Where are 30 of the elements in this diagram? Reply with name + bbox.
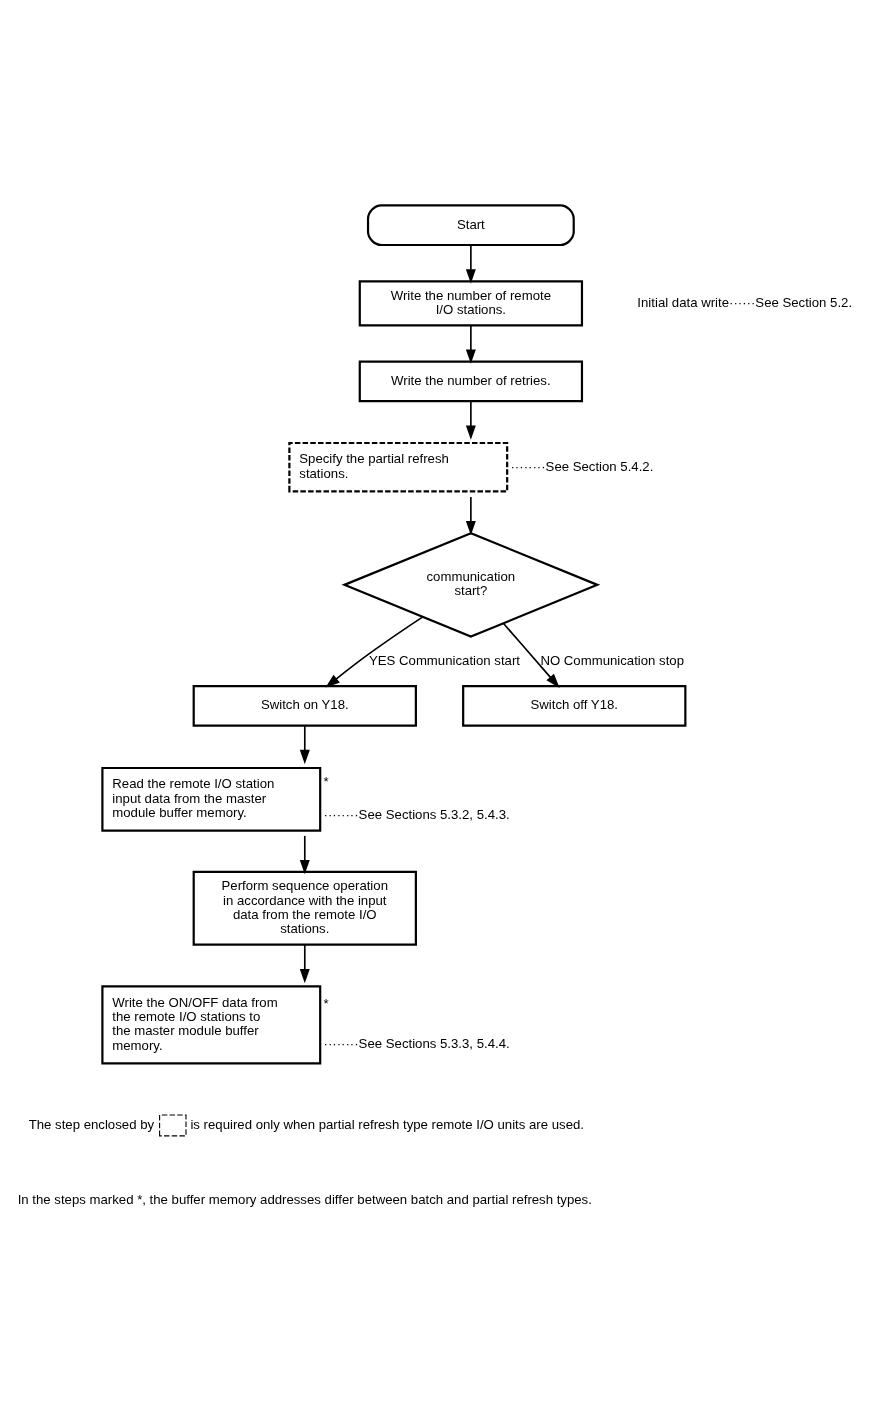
node-label: ········See Section 5.4.2. (510, 458, 654, 474)
arrow (465, 400, 476, 440)
node-diamond: communication start? (341, 531, 601, 638)
label: In the steps marked *, the buffer memory addresses differ between batch and partial refresh types. (17, 1191, 592, 1207)
edge-label: YES Communication start (368, 652, 520, 668)
arrow (465, 243, 476, 283)
node-box: Specify the partial refresh stations. (288, 441, 509, 492)
label: is required only when partial refresh type remote I/O units are used. (190, 1116, 585, 1132)
arrow (299, 834, 310, 874)
node-box: Write the ON/OFF data from the remote I/O stations to the master module buffer memory. (101, 984, 322, 1064)
edge-label: NO Communication stop (540, 652, 685, 668)
label: Initial data write······See Section 5.2. (637, 294, 853, 310)
arrow (465, 324, 476, 364)
node-label: ········See Sections 5.3.2, 5.4.3. (323, 806, 510, 822)
arrow (299, 943, 310, 983)
node-box: Read the remote I/O station input data from the master module buffer memory. (101, 766, 322, 832)
node-box: Perform sequence operation in accordance with the input data from the remote I/O stations. (192, 870, 417, 946)
node-label: ········See Sections 5.3.3, 5.4.4. (323, 1035, 510, 1051)
arrow (299, 724, 310, 764)
arrow (502, 622, 560, 688)
node-box: Start (366, 203, 575, 246)
arrow (465, 495, 476, 535)
arrow (325, 615, 424, 688)
node-label: * (323, 773, 329, 789)
node-box: Switch off Y18. (462, 684, 687, 727)
node-box: Write the number of retries. (358, 359, 584, 402)
node-label: * (323, 995, 329, 1011)
node-box: Write the number of remote I/O stations. (358, 279, 584, 326)
node-box: Switch on Y18. (192, 684, 417, 727)
label: The step enclosed by (28, 1116, 155, 1132)
